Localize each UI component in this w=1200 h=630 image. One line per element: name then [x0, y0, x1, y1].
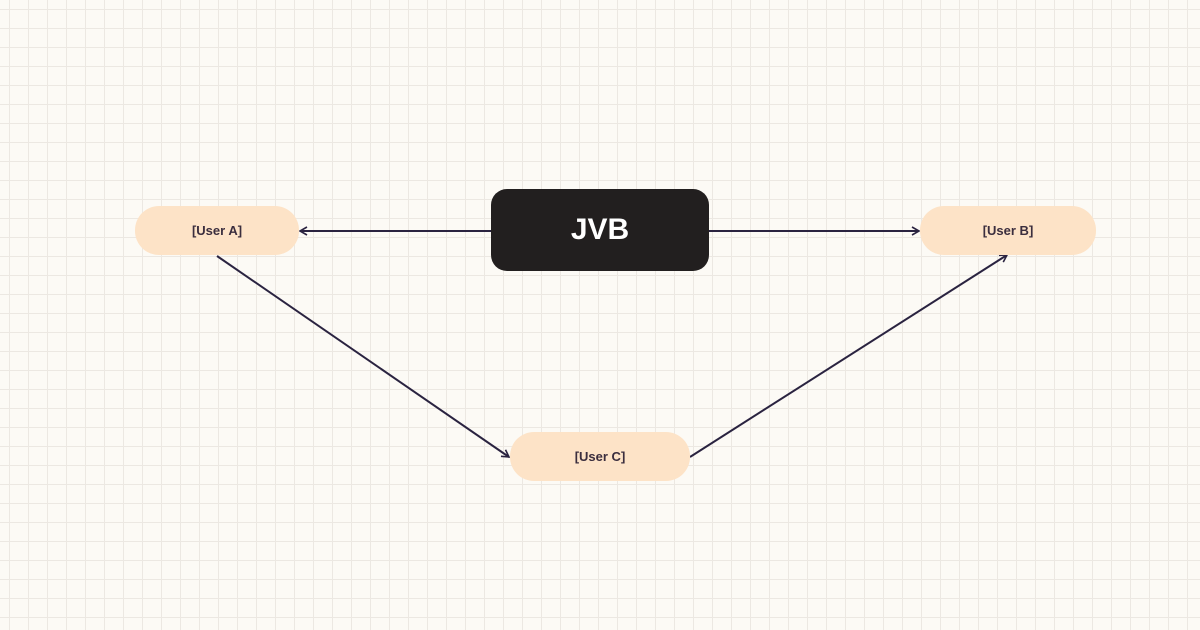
- node-user-a[interactable]: [User A]: [135, 206, 299, 255]
- node-jvb[interactable]: JVB: [491, 189, 709, 271]
- node-user-c-label: [User C]: [574, 449, 626, 464]
- node-jvb-label: JVB: [570, 213, 630, 246]
- node-user-b[interactable]: [User B]: [920, 206, 1096, 255]
- node-user-b-label: [User B]: [982, 223, 1034, 238]
- node-user-a-label: [User A]: [191, 223, 243, 238]
- edge-user-a-to-user-c: [216, 255, 511, 458]
- node-user-c[interactable]: [User C]: [510, 432, 690, 481]
- edge-user-c-to-user-b: [689, 254, 1009, 458]
